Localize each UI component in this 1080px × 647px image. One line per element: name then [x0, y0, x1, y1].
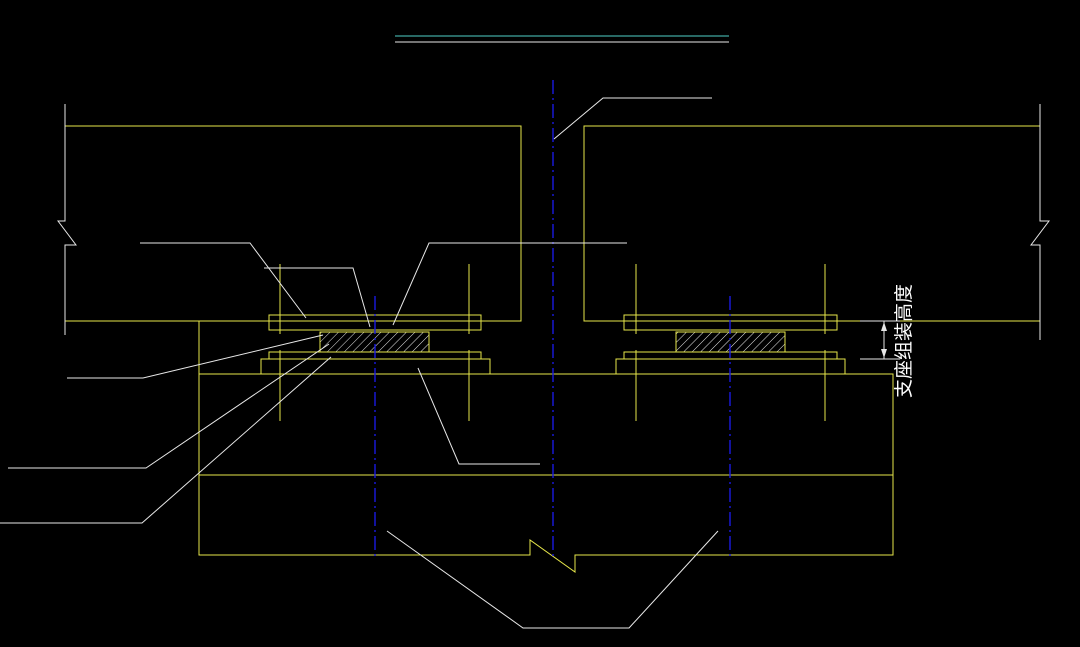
leader-bearing-top [67, 334, 324, 379]
leader-girder-bottom [392, 242, 627, 326]
left-girder [57, 104, 522, 335]
title-underline [395, 35, 729, 43]
leader-upper-plate [140, 242, 307, 319]
right-girder [583, 104, 1050, 340]
leader-lines [0, 97, 719, 629]
leader-bearing-bottom [0, 356, 332, 524]
leader-expansion-joint [553, 97, 712, 140]
leader-bearing-middle [8, 343, 330, 469]
leader-mortar-pad [417, 367, 540, 465]
assembly-height-dimension: 支座组装高度 [860, 284, 915, 398]
dimension-label: 支座组装高度 [893, 284, 915, 398]
centerlines [374, 80, 731, 558]
leader-pier-cap [386, 530, 719, 629]
leader-upper-steel-plate [264, 267, 371, 328]
pier-cap [198, 321, 894, 573]
